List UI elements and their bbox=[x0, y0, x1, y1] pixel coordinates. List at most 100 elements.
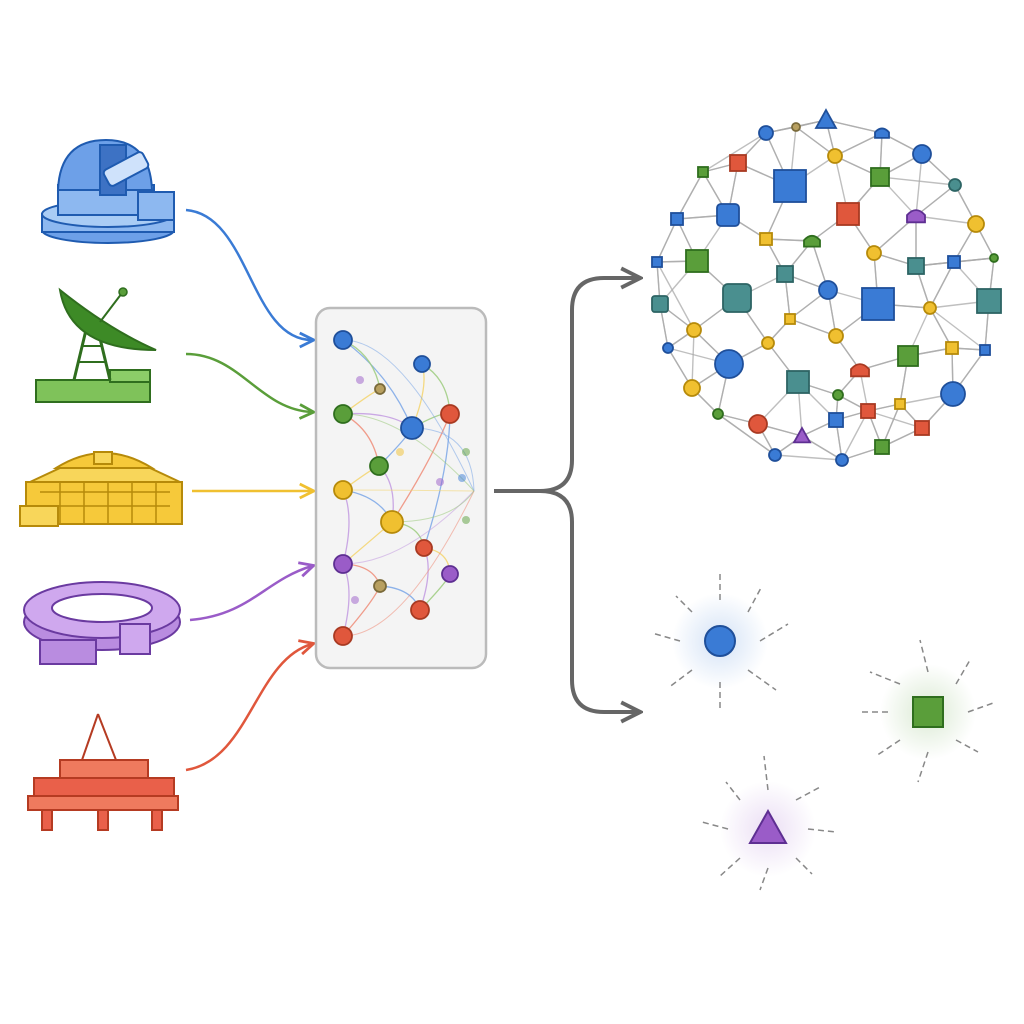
panel-node bbox=[441, 565, 459, 583]
graph-node bbox=[814, 108, 838, 129]
panel-node bbox=[380, 510, 404, 534]
input-arrow-green bbox=[185, 352, 312, 412]
panel-node bbox=[400, 416, 424, 440]
graph-node bbox=[866, 245, 882, 261]
graph-edge bbox=[915, 153, 923, 217]
connected-graph bbox=[651, 108, 1002, 467]
ring-accelerator-icon bbox=[23, 581, 181, 665]
panel-node bbox=[333, 330, 353, 350]
panel-edge bbox=[342, 490, 475, 637]
panel-edge bbox=[411, 427, 475, 492]
graph-node bbox=[989, 253, 999, 263]
offshore-platform-icon bbox=[27, 713, 179, 831]
panel-node bbox=[333, 626, 353, 646]
graph-node bbox=[923, 301, 937, 315]
graph-node bbox=[758, 125, 774, 141]
radio-dish-icon bbox=[35, 287, 157, 403]
graph-edge bbox=[717, 413, 776, 456]
graph-edge bbox=[656, 261, 695, 331]
graph-node bbox=[697, 166, 709, 178]
panel-edge bbox=[342, 489, 475, 492]
graph-edge bbox=[915, 215, 977, 225]
graph-node bbox=[773, 169, 807, 203]
graph-node bbox=[947, 255, 961, 269]
graph-edge bbox=[691, 329, 695, 389]
graph-node bbox=[912, 144, 932, 164]
graph-node bbox=[686, 322, 702, 338]
isolated-node-green bbox=[862, 639, 997, 783]
graph-edge bbox=[795, 126, 836, 157]
graph-edge bbox=[867, 410, 923, 429]
graph-node bbox=[894, 398, 906, 410]
graph-node bbox=[874, 127, 890, 139]
panel-node bbox=[373, 579, 387, 593]
panel-node-faint bbox=[436, 478, 444, 486]
graph-edge bbox=[656, 218, 678, 263]
panel-network bbox=[333, 330, 475, 646]
input-arrow-red bbox=[185, 644, 312, 772]
graph-node bbox=[976, 288, 1002, 314]
graph-node bbox=[827, 148, 843, 164]
graph-node bbox=[906, 209, 926, 224]
graph-node bbox=[791, 122, 801, 132]
split-arrow-stem bbox=[494, 278, 638, 493]
panel-node-faint bbox=[462, 448, 470, 456]
graph-node bbox=[861, 287, 895, 321]
panel-node bbox=[333, 554, 353, 574]
graph-node bbox=[818, 280, 838, 300]
graph-node bbox=[874, 439, 890, 455]
graph-edge bbox=[879, 176, 956, 186]
isolated-node-purple bbox=[701, 755, 837, 891]
graph-edge bbox=[774, 454, 843, 461]
graph-node bbox=[685, 249, 709, 273]
detector-hall-icon bbox=[19, 451, 183, 527]
graph-node bbox=[776, 265, 794, 283]
graph-edge bbox=[841, 410, 869, 461]
graph-node bbox=[722, 283, 752, 313]
graph-node bbox=[768, 448, 782, 462]
panel-node bbox=[374, 383, 386, 395]
graph-edge bbox=[825, 119, 883, 134]
graph-node bbox=[870, 167, 890, 187]
graph-node bbox=[967, 215, 985, 233]
panel-node-faint bbox=[462, 516, 470, 524]
graph-node bbox=[836, 202, 860, 226]
panel-node-faint bbox=[356, 376, 364, 384]
panel-edge bbox=[391, 413, 451, 523]
panel-node-faint bbox=[396, 448, 404, 456]
panel-edge bbox=[342, 339, 475, 492]
graph-node bbox=[683, 379, 701, 397]
graph-node bbox=[729, 154, 747, 172]
graph-node bbox=[784, 313, 796, 325]
graph-node bbox=[832, 389, 844, 401]
graph-node bbox=[897, 345, 919, 367]
graph-node bbox=[786, 370, 810, 394]
graph-node bbox=[761, 336, 775, 350]
isolated-node-blue bbox=[651, 572, 789, 712]
panel-edge bbox=[342, 339, 413, 429]
panel-node bbox=[333, 404, 353, 424]
panel-node-faint bbox=[351, 596, 359, 604]
graph-node bbox=[835, 453, 849, 467]
panel-node bbox=[413, 355, 431, 373]
graph-node bbox=[748, 414, 768, 434]
graph-node bbox=[948, 178, 962, 192]
input-arrow-purple bbox=[189, 566, 312, 622]
graph-node bbox=[907, 257, 925, 275]
graph-edge bbox=[702, 132, 767, 173]
panel-node bbox=[415, 539, 433, 557]
graph-node bbox=[651, 295, 669, 313]
graph-node bbox=[662, 342, 674, 354]
graph-node bbox=[712, 408, 724, 420]
graph-edge bbox=[915, 184, 956, 217]
graph-node bbox=[716, 203, 740, 227]
graph-node bbox=[850, 363, 870, 378]
graph-node bbox=[940, 381, 966, 407]
panel-node bbox=[369, 456, 389, 476]
graph-node bbox=[792, 426, 812, 444]
split-arrow-lower bbox=[539, 489, 638, 712]
graph-node bbox=[945, 341, 959, 355]
graph-node bbox=[759, 232, 773, 246]
graph-node bbox=[828, 328, 844, 344]
